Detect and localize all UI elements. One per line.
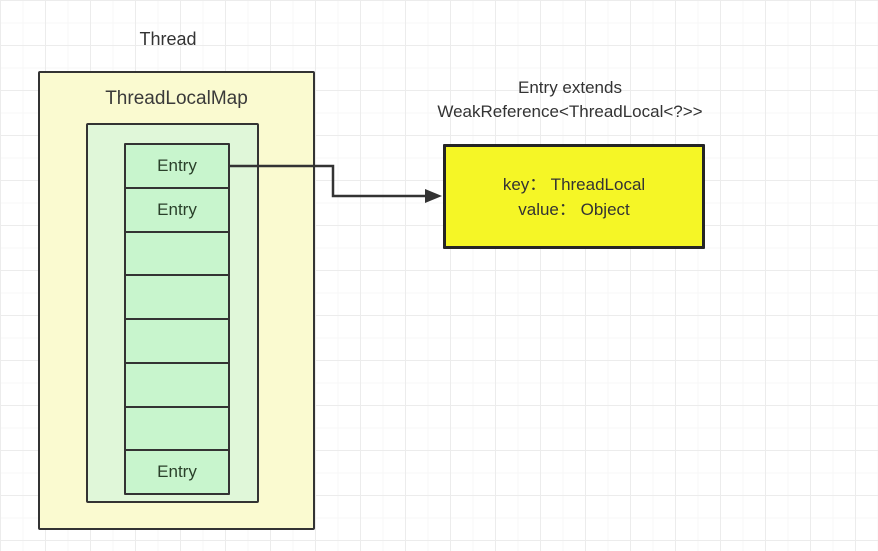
entry-cell-5[interactable] bbox=[124, 361, 230, 408]
entry-cell-0[interactable]: Entry bbox=[124, 143, 230, 189]
entry-cell-2[interactable] bbox=[124, 230, 230, 277]
entry-cell-6[interactable] bbox=[124, 405, 230, 452]
entry-detail-value: value： Object bbox=[518, 199, 630, 219]
entry-cell-3[interactable] bbox=[124, 274, 230, 320]
entry-cell-4[interactable] bbox=[124, 318, 230, 364]
entry-cell-1[interactable]: Entry bbox=[124, 186, 230, 233]
entry-detail-key: key： ThreadLocal bbox=[502, 174, 646, 194]
arrow-head-icon bbox=[425, 189, 442, 203]
entry-cell-7[interactable]: Entry bbox=[124, 449, 230, 495]
entry-note-line2: WeakReference<ThreadLocal<?>> bbox=[437, 102, 703, 121]
entry-note-line1: Entry extends bbox=[518, 78, 622, 97]
thread-label: Thread bbox=[139, 29, 197, 49]
entry-table: Entry Entry Entry bbox=[124, 143, 230, 495]
entry-detail-box[interactable]: key： ThreadLocal value： Object bbox=[443, 144, 705, 249]
entry-note: Entry extends WeakReference<ThreadLocal<… bbox=[395, 76, 745, 124]
threadlocalmap-label: ThreadLocalMap bbox=[105, 88, 248, 109]
